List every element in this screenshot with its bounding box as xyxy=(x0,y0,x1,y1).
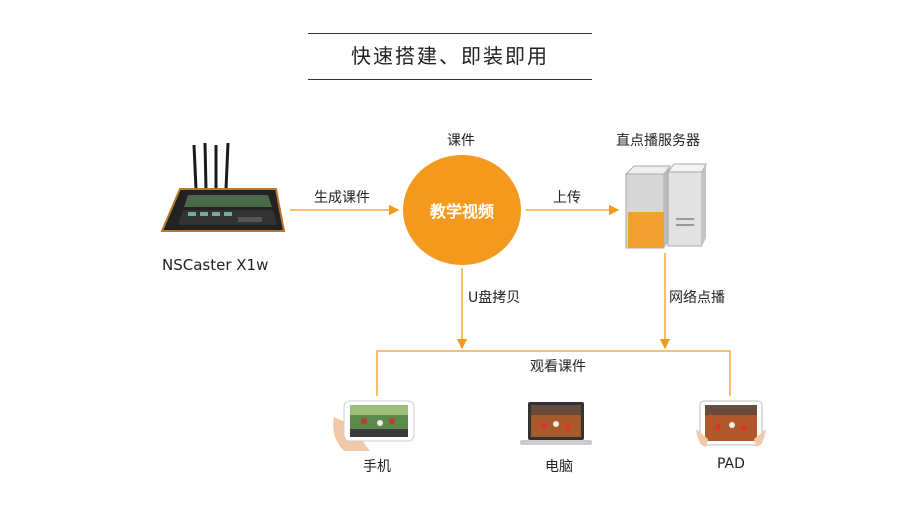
teaching-video-label: 教学视频 xyxy=(429,202,494,221)
phone-icon xyxy=(330,397,420,453)
server-label: 直点播服务器 xyxy=(616,133,700,149)
tablet-label: PAD xyxy=(717,456,745,472)
edge-label-upload: 上传 xyxy=(553,190,581,206)
encoder-label: NSCaster X1w xyxy=(162,256,269,274)
teaching-video-node: 教学视频 xyxy=(403,155,521,265)
edge-label-usb-copy: U盘拷贝 xyxy=(468,290,521,306)
encoder-device-icon xyxy=(158,142,288,238)
edge-label-generate: 生成课件 xyxy=(314,190,370,206)
laptop-label: 电脑 xyxy=(545,459,573,475)
laptop-icon xyxy=(520,400,592,448)
server-icon xyxy=(620,160,708,252)
phone-label: 手机 xyxy=(363,459,391,475)
edge-label-network-play: 网络点播 xyxy=(669,290,725,306)
page-title: 快速搭建、即装即用 xyxy=(308,33,592,80)
tablet-icon xyxy=(696,399,766,449)
edge-label-watch: 观看课件 xyxy=(530,359,586,375)
device-distribution-line xyxy=(376,350,731,396)
center-top-label: 课件 xyxy=(447,133,475,149)
